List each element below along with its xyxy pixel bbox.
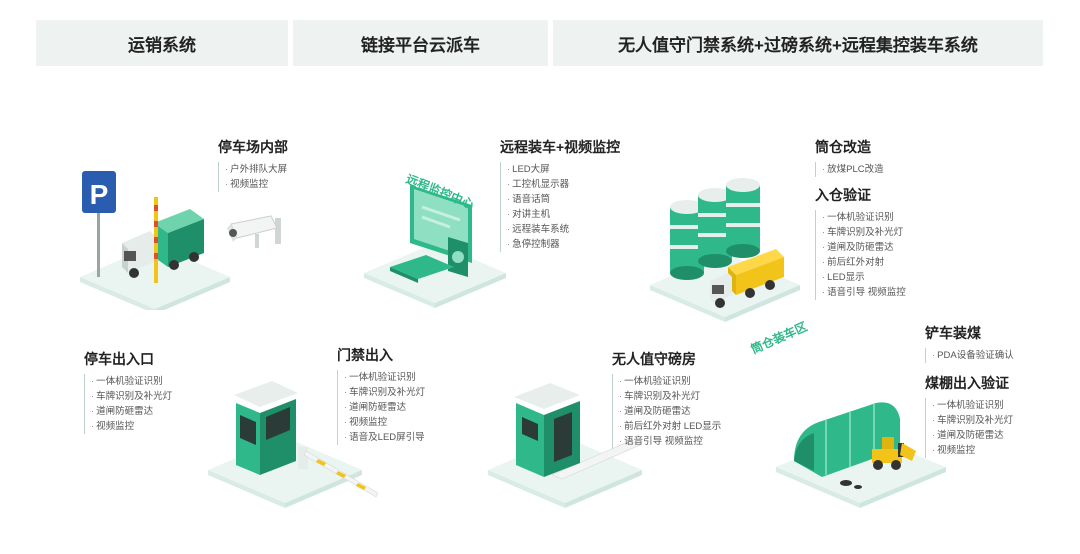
warehouse-in-block: 入仓验证 一体机验证识别 车牌识别及补光灯 道闸及防砸雷达 前后红外对射 LED…	[815, 186, 906, 300]
remote-loading-title: 远程装车+视频监控	[500, 139, 621, 155]
truck-icon	[710, 249, 784, 308]
list-item: 道闸及防砸雷达	[932, 428, 1013, 443]
list-item: 视频监控	[225, 177, 288, 192]
list-item: 远程装车系统	[507, 222, 620, 237]
gate-booth-illustration	[208, 381, 379, 508]
list-item: 一体机验证识别	[619, 374, 721, 389]
coal-shed-illustration	[776, 402, 946, 508]
warehouse-in-title: 入仓验证	[815, 187, 871, 203]
list-item: 前后红外对射	[822, 255, 906, 270]
weighbridge-illustration	[488, 383, 642, 508]
list-item: 视频监控	[91, 419, 172, 434]
silo-loading-illustration	[650, 178, 800, 322]
shovel-loading-block: 铲车装煤 PDA设备验证确认	[925, 324, 1014, 363]
header-sales-system: 运销系统	[36, 20, 288, 66]
list-item: 语音引导 视频监控	[619, 434, 721, 449]
list-item: 放煤PLC改造	[822, 162, 883, 177]
list-item: 语音引导 视频监控	[822, 285, 906, 300]
list-item: 道闸及防砸雷达	[619, 404, 721, 419]
shed-verify-block: 煤棚出入验证 一体机验证识别 车牌识别及补光灯 道闸及防砸雷达 视频监控	[925, 374, 1013, 458]
silo-retrofit-title: 筒仓改造	[815, 139, 871, 155]
list-item: 视频监控	[932, 443, 1013, 458]
parking-inside-title: 停车场内部	[218, 139, 288, 155]
list-item: 道闸防砸雷达	[344, 400, 425, 415]
header-unattended-system-label: 无人值守门禁系统+过磅系统+远程集控装车系统	[618, 35, 978, 55]
header-cloud-dispatch: 链接平台云派车	[293, 20, 548, 66]
shovel-loading-title: 铲车装煤	[925, 325, 981, 341]
list-item: 一体机验证识别	[344, 370, 425, 385]
silo-right	[726, 178, 760, 258]
parking-gate-block: 停车出入口 一体机验证识别 车牌识别及补光灯 道闸防砸雷达 视频监控	[84, 350, 172, 434]
list-item: 急停控制器	[507, 237, 620, 252]
list-item: PDA设备验证确认	[932, 348, 1014, 363]
weighbridge-block: 无人值守磅房 一体机验证识别 车牌识别及补光灯 道闸及防砸雷达 前后红外对射 L…	[612, 350, 721, 449]
list-item: 对讲主机	[507, 207, 620, 222]
access-gate-title: 门禁出入	[337, 347, 393, 363]
list-item: 道闸防砸雷达	[91, 404, 172, 419]
list-item: 道闸及防砸雷达	[822, 240, 906, 255]
list-item: 一体机验证识别	[91, 374, 172, 389]
list-item: 车牌识别及补光灯	[932, 413, 1013, 428]
parking-sign-icon	[82, 171, 116, 213]
shed-verify-title: 煤棚出入验证	[925, 375, 1009, 391]
silo-retrofit-block: 筒仓改造 放煤PLC改造	[815, 138, 884, 177]
bulldozer-icon	[872, 437, 916, 470]
list-item: 一体机验证识别	[932, 398, 1013, 413]
remote-loading-block: 远程装车+视频监控 LED大屏 工控机显示器 语音话筒 对讲主机 远程装车系统 …	[500, 138, 620, 252]
parking-inside-block: 停车场内部 户外排队大屏 视频监控	[218, 138, 288, 192]
header-sales-system-label: 运销系统	[128, 35, 196, 55]
list-item: 车牌识别及补光灯	[91, 389, 172, 404]
list-item: 一体机验证识别	[822, 210, 906, 225]
header-unattended-system: 无人值守门禁系统+过磅系统+远程集控装车系统	[553, 20, 1043, 66]
list-item: 前后红外对射 LED显示	[619, 419, 721, 434]
parking-scene-illustration: P	[80, 171, 230, 310]
list-item: 视频监控	[344, 415, 425, 430]
list-item: 车牌识别及补光灯	[344, 385, 425, 400]
header-cloud-dispatch-label: 链接平台云派车	[361, 35, 480, 55]
list-item: 语音话筒	[507, 192, 620, 207]
list-item: 车牌识别及补光灯	[822, 225, 906, 240]
monitor-center-illustration	[364, 185, 506, 308]
list-item: 户外排队大屏	[225, 162, 288, 177]
access-gate-block: 门禁出入 一体机验证识别 车牌识别及补光灯 道闸防砸雷达 视频监控 语音及LED…	[337, 346, 425, 445]
parking-gate-title: 停车出入口	[84, 351, 154, 367]
weighbridge-title: 无人值守磅房	[612, 351, 696, 367]
list-item: 车牌识别及补光灯	[619, 389, 721, 404]
list-item: 语音及LED屏引导	[344, 430, 425, 445]
list-item: LED大屏	[507, 162, 620, 177]
list-item: LED显示	[822, 270, 906, 285]
parking-sign-letter: P	[90, 179, 109, 210]
camera-icon	[227, 215, 281, 248]
list-item: 工控机显示器	[507, 177, 620, 192]
